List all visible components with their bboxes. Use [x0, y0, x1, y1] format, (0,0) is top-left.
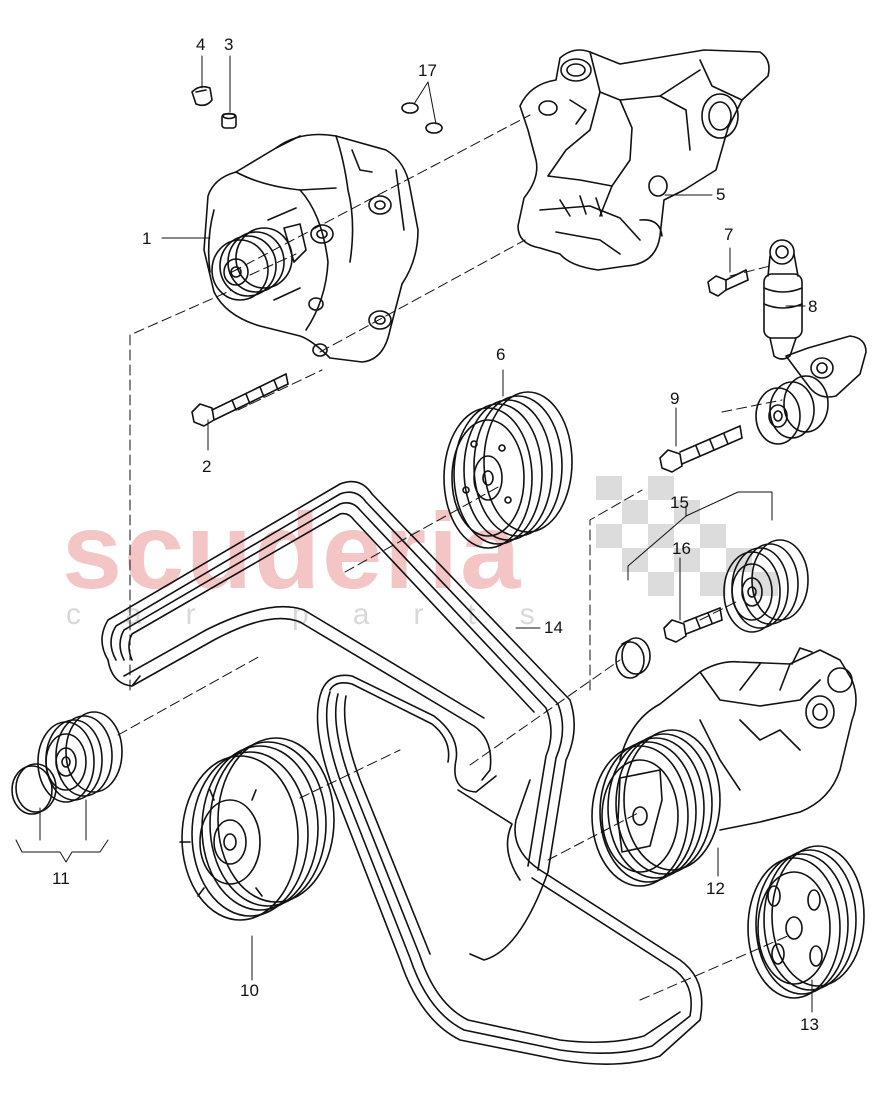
part-15-cap	[615, 637, 651, 679]
part-10-crank-pulley	[179, 737, 335, 921]
part-1-alternator	[203, 133, 419, 363]
part-16-bolt	[663, 607, 723, 643]
part-8-tensioner	[755, 239, 867, 445]
part-5-bracket	[517, 49, 770, 271]
part-6-pulley	[443, 391, 573, 549]
alignment-lines	[117, 114, 791, 1001]
callout-15: 15	[670, 493, 689, 512]
callout-1: 1	[142, 229, 152, 248]
part-12-compressor	[591, 647, 857, 887]
callout-13: 13	[800, 1015, 819, 1034]
callout-leaders	[15, 55, 813, 1013]
callout-17: 17	[418, 61, 437, 80]
part-14-belt-short	[101, 480, 575, 961]
callout-6: 6	[496, 345, 506, 364]
part-7-bolt	[707, 269, 749, 297]
part-9-bolt	[659, 425, 743, 473]
part-13-pulley	[747, 845, 865, 999]
part-4-nut	[191, 85, 213, 107]
checkered-flag-watermark	[596, 476, 778, 596]
part-14-belt-long	[316, 674, 703, 1065]
part-11-cap	[11, 763, 57, 815]
callout-4: 4	[196, 35, 206, 54]
part-11-idler-pulley	[37, 711, 123, 803]
callout-14: 14	[544, 618, 563, 637]
callout-8: 8	[808, 297, 818, 316]
watermark-brand: scuderia	[62, 490, 523, 611]
callout-16: 16	[672, 539, 691, 558]
part-2-bolt	[191, 373, 289, 427]
callout-10: 10	[240, 981, 259, 1000]
part-15-idler-pulley	[723, 539, 809, 633]
callout-11: 11	[52, 869, 70, 888]
part-17-rings	[401, 102, 443, 134]
watermark-tagline: car parts	[66, 598, 579, 631]
callout-7: 7	[724, 225, 734, 244]
callout-2: 2	[202, 457, 212, 476]
callout-5: 5	[716, 185, 726, 204]
callout-3: 3	[224, 35, 234, 54]
part-3-sleeve	[221, 112, 237, 129]
callout-9: 9	[670, 389, 680, 408]
callout-12: 12	[706, 879, 725, 898]
